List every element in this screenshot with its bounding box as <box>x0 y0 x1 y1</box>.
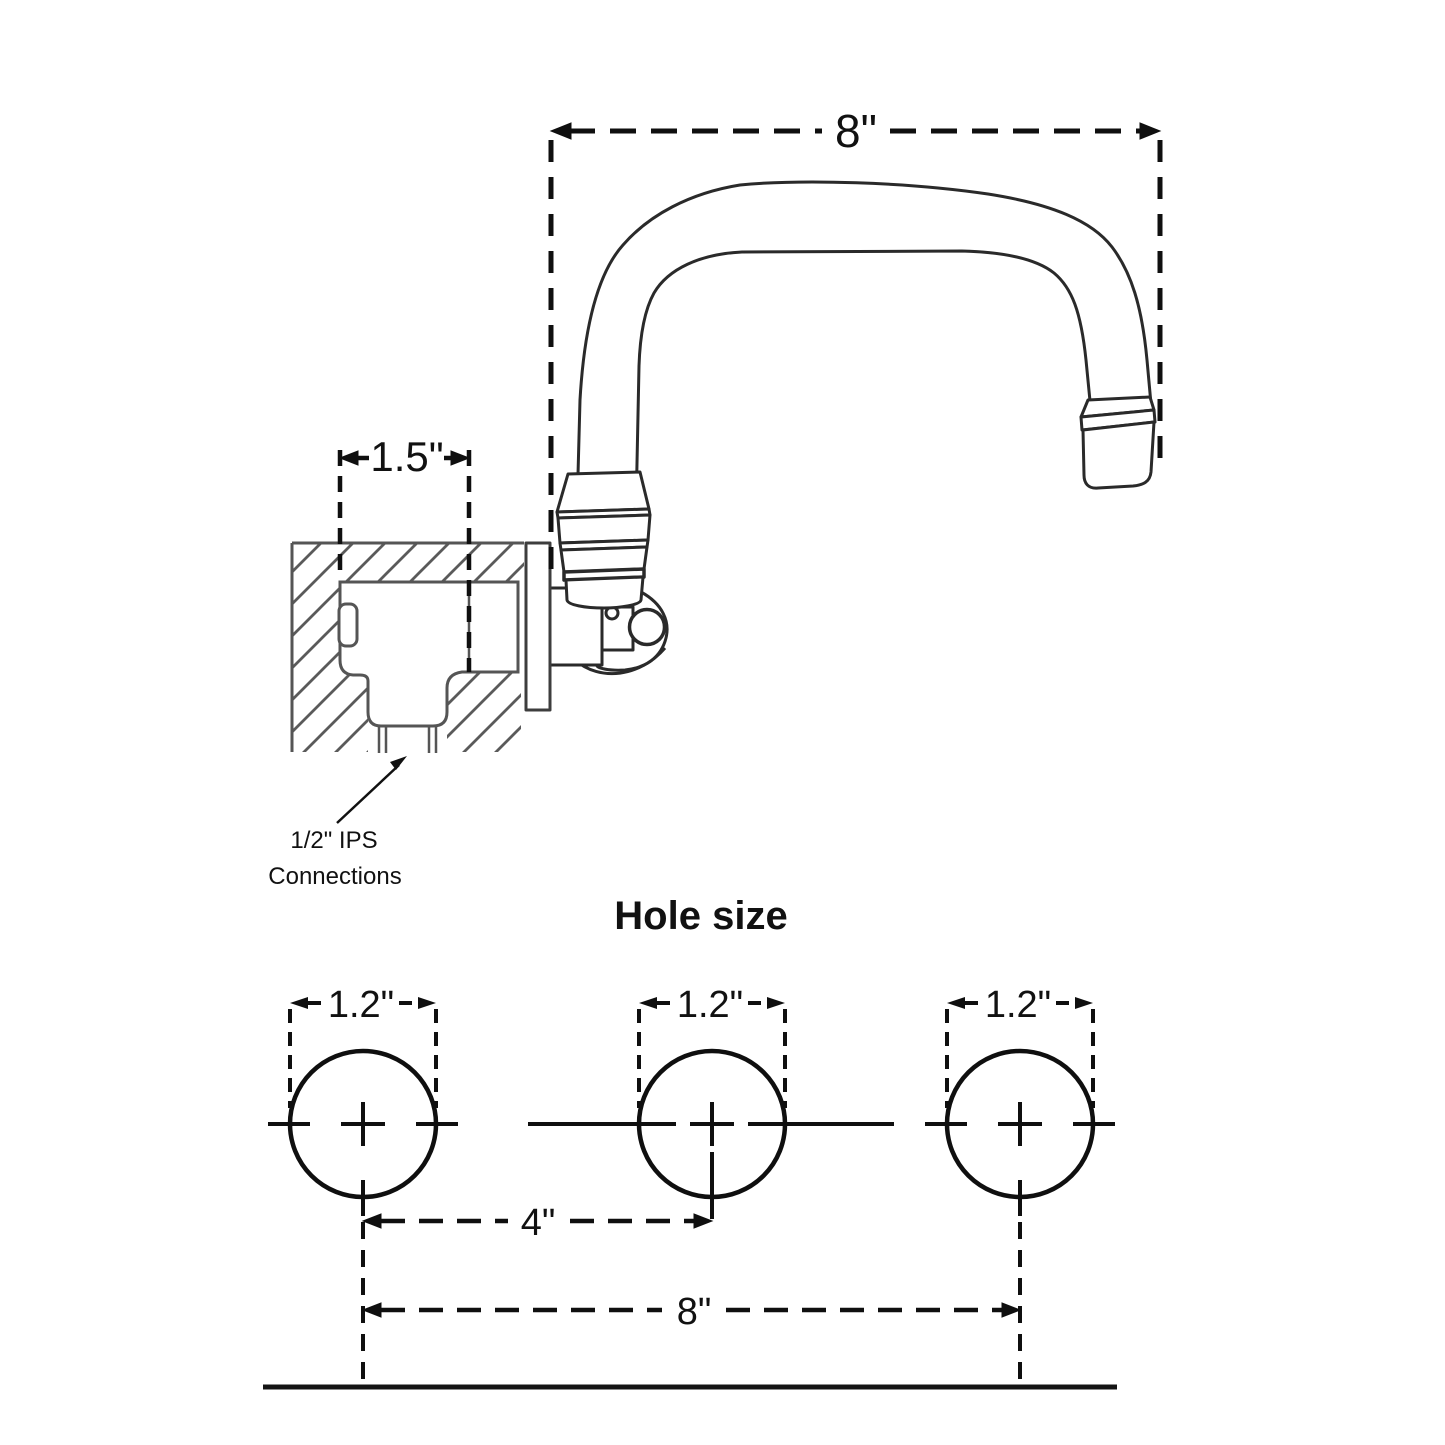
spout-reach-label: 8" <box>835 105 877 157</box>
outer-spacing-label: 8" <box>677 1291 712 1333</box>
arrow-right-icon <box>1075 997 1093 1009</box>
hole-diameter-label: 1.2" <box>328 984 394 1026</box>
hole-circle-1: 1.2" <box>268 984 458 1386</box>
outer-spacing-dimension: 8" <box>361 1291 1022 1333</box>
arrow-left-icon <box>947 997 965 1009</box>
arrow-right-icon <box>418 997 436 1009</box>
arrow-right-icon <box>450 450 471 466</box>
supply-pipe-stubs <box>377 727 438 753</box>
faucet-side-view: 8" 1.5" 1/2" IPS Connections <box>268 105 1163 890</box>
escutcheon-flange <box>524 541 552 712</box>
adjacent-spacing-dimension: 4" <box>361 1202 714 1244</box>
coupling-nut <box>555 470 652 610</box>
arrow-left-icon <box>290 997 308 1009</box>
wall-hatch-top-band <box>292 543 524 582</box>
hole-size-heading: Hole size <box>614 894 787 938</box>
arrow-left-icon <box>361 1302 382 1318</box>
connection-note-line2: Connections <box>268 863 401 890</box>
hole-circle-2: 1.2" <box>528 984 894 1219</box>
arrow-left-icon <box>338 450 359 466</box>
arrow-right-icon <box>693 1213 714 1229</box>
handle-ball <box>627 607 667 647</box>
wall-inset-dimension: 1.5" <box>337 433 472 672</box>
spout-reach-dimension: 8" <box>548 105 1163 578</box>
adjacent-spacing-label: 4" <box>521 1202 556 1244</box>
connection-note-line1: 1/2" IPS <box>290 827 377 854</box>
valve-cavity-outline <box>338 580 520 728</box>
hole-circle-3: 1.2" <box>925 984 1115 1386</box>
spout-tube <box>575 180 1153 514</box>
wall-section <box>290 541 524 753</box>
nozzle-tip <box>1081 420 1156 490</box>
arrow-left-icon <box>639 997 657 1009</box>
connection-annotation: 1/2" IPS Connections <box>268 756 407 890</box>
wall-inset-label: 1.5" <box>370 433 443 480</box>
annotation-arrowhead-icon <box>390 756 407 770</box>
faucet-body <box>524 180 1157 712</box>
hole-diameter-label: 1.2" <box>985 984 1051 1026</box>
wall-hatch-right-block <box>447 673 521 752</box>
arrow-right-icon <box>1139 122 1162 140</box>
valve-left-tab <box>337 602 359 648</box>
hole-diameter-label: 1.2" <box>677 984 743 1026</box>
arrow-right-icon <box>767 997 785 1009</box>
annotation-arrow-line <box>336 764 400 824</box>
arrow-left-icon <box>361 1213 382 1229</box>
hole-size-view: Hole size 1.2" <box>263 894 1117 1390</box>
arrow-right-icon <box>1001 1302 1022 1318</box>
wall-hatch-left-block <box>292 582 368 752</box>
arrow-left-icon <box>549 122 572 140</box>
